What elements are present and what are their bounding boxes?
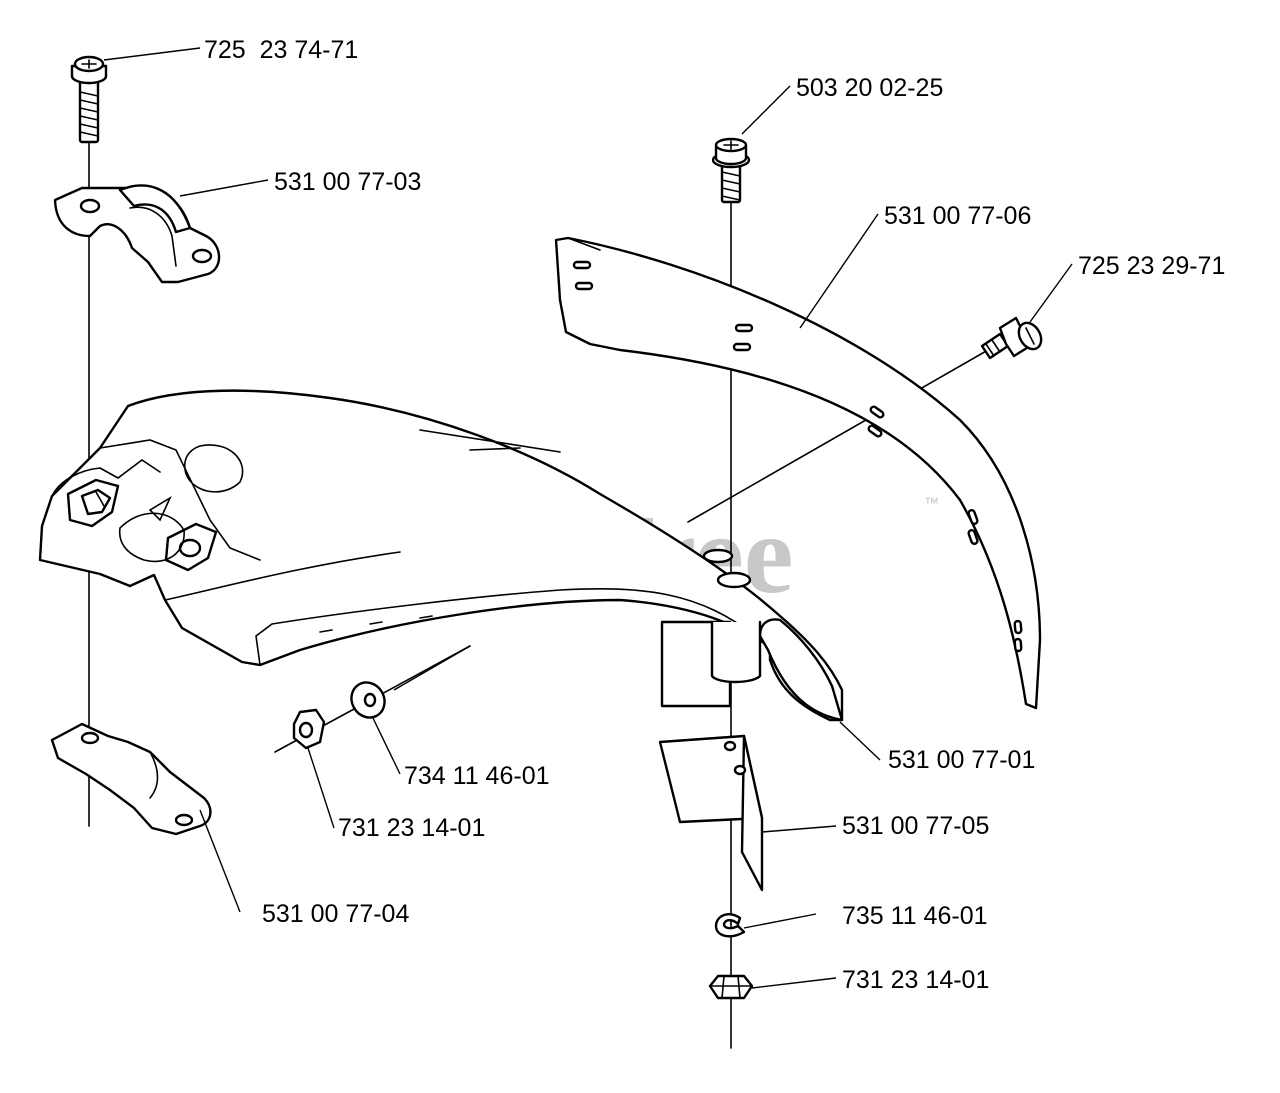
part-labels: 725 23 74-71 531 00 77-03 503 20 02-25 5…: [204, 36, 1225, 994]
part-label-p8: 731 23 14-01: [338, 814, 485, 842]
clamp-bracket: [53, 184, 221, 284]
watermark-trademark: ™: [924, 495, 939, 512]
part-label-p7: 734 11 46-01: [404, 762, 550, 790]
hex-nut-left: [292, 708, 326, 750]
part-label-p2: 531 00 77-03: [274, 168, 421, 196]
part-label-p6: 531 00 77-01: [888, 746, 1035, 774]
part-label-p11: 735 11 46-01: [842, 902, 988, 930]
angle-bracket: [658, 734, 764, 892]
trimmer-guard-body: [38, 389, 844, 722]
part-label-p4: 531 00 77-06: [884, 202, 1031, 230]
screw-top-left: [70, 55, 108, 144]
extension-guard-blade: [554, 236, 1042, 710]
part-label-p10: 531 00 77-04: [262, 900, 409, 928]
side-screw-axis: [687, 349, 989, 523]
guard-hub: [660, 620, 762, 708]
part-label-p9: 531 00 77-05: [842, 812, 989, 840]
part-label-p1: 725 23 74-71: [204, 36, 358, 64]
retaining-clip: [714, 913, 746, 938]
screw-top-center: [711, 137, 751, 204]
leader-lines: [103, 47, 1073, 989]
part-label-p3: 503 20 02-25: [796, 74, 943, 102]
part-label-p5: 725 23 29-71: [1078, 252, 1225, 280]
hex-nut-bottom: [708, 974, 754, 1000]
part-label-p12: 731 23 14-01: [842, 966, 989, 994]
bottom-plate: [50, 722, 212, 836]
screw-side: [980, 316, 1043, 360]
washer: [350, 681, 386, 719]
